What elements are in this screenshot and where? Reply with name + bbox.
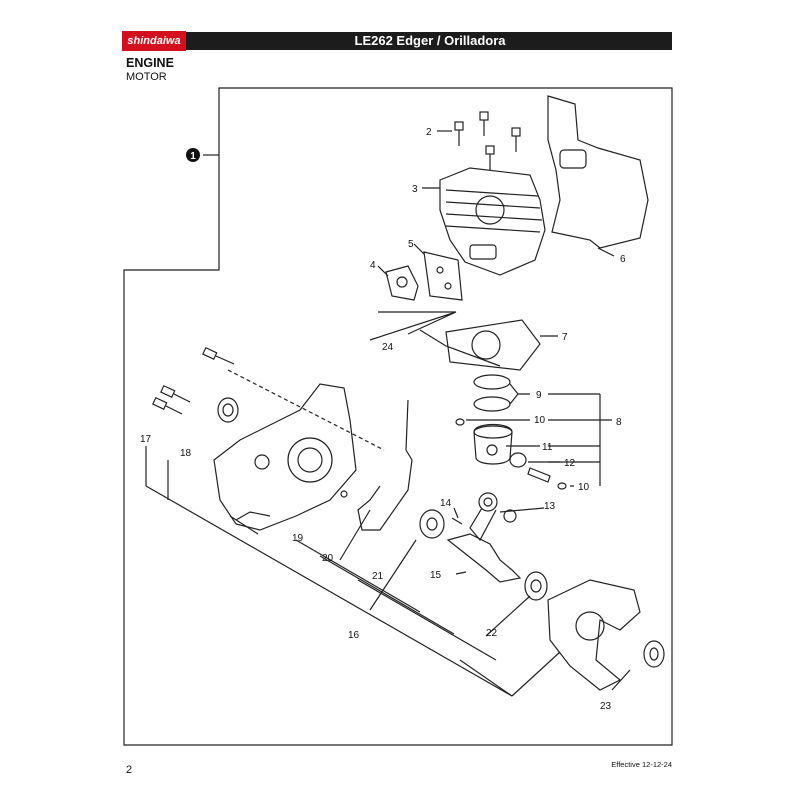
crankcase-screws: [152, 346, 385, 451]
callout-3: 3: [412, 184, 418, 195]
callout-12: 12: [564, 458, 576, 469]
section-title: ENGINE: [126, 56, 174, 70]
cylinder-cover-part: [547, 95, 649, 257]
callout-10-lower: 10: [578, 482, 590, 493]
callout-19: 19: [292, 533, 304, 544]
callout-15: 15: [430, 570, 442, 581]
callout-11: 11: [542, 442, 553, 453]
cylinder-part: [422, 167, 546, 276]
section-subtitle: MOTOR: [126, 71, 167, 83]
callout-9: 9: [536, 390, 542, 401]
callout-13: 13: [544, 501, 556, 512]
callout-16: 16: [348, 630, 360, 641]
callout-20: 20: [322, 553, 334, 564]
crankcase-left-part: [213, 383, 357, 531]
callout-22: 22: [486, 628, 498, 639]
leader-lines: [145, 446, 631, 697]
callout-23: 23: [600, 701, 612, 712]
diagram-frame: [123, 87, 673, 746]
callout-1-badge: [186, 148, 200, 162]
piston-ring-parts: [473, 374, 530, 412]
callout-8: 8: [616, 417, 622, 428]
callout-24: 24: [382, 342, 394, 353]
callout-6: 6: [620, 254, 626, 265]
oil-seal-left: [217, 397, 239, 423]
callout-14: 14: [440, 498, 452, 509]
crankshaft-parts: [446, 492, 545, 583]
crankcase-right-part: [547, 579, 665, 691]
callout-21: 21: [372, 571, 384, 582]
piston-parts: [455, 393, 612, 490]
callout-5: 5: [408, 239, 414, 250]
callout-1: 1: [190, 151, 196, 162]
callout-17: 17: [140, 434, 152, 445]
header-bar: [122, 32, 672, 50]
callout-2: 2: [426, 127, 432, 138]
callout-18: 18: [180, 448, 192, 459]
crankcase-gasket-part: [357, 399, 413, 531]
effective-date: Effective 12-12-24: [611, 760, 672, 769]
document-title: LE262 Edger / Orilladora: [354, 33, 506, 48]
bearing-parts: [419, 509, 548, 601]
base-gasket-part: [419, 319, 558, 371]
gasket-parts: [369, 243, 463, 341]
page-number: 2: [126, 764, 133, 776]
brand-logo: shindaiwa: [122, 31, 186, 51]
callout-7: 7: [562, 332, 568, 343]
dowel-pin-part: [340, 490, 348, 498]
callout-10-upper: 10: [534, 415, 546, 426]
callout-4: 4: [370, 260, 376, 271]
bolt-parts: [437, 111, 521, 170]
